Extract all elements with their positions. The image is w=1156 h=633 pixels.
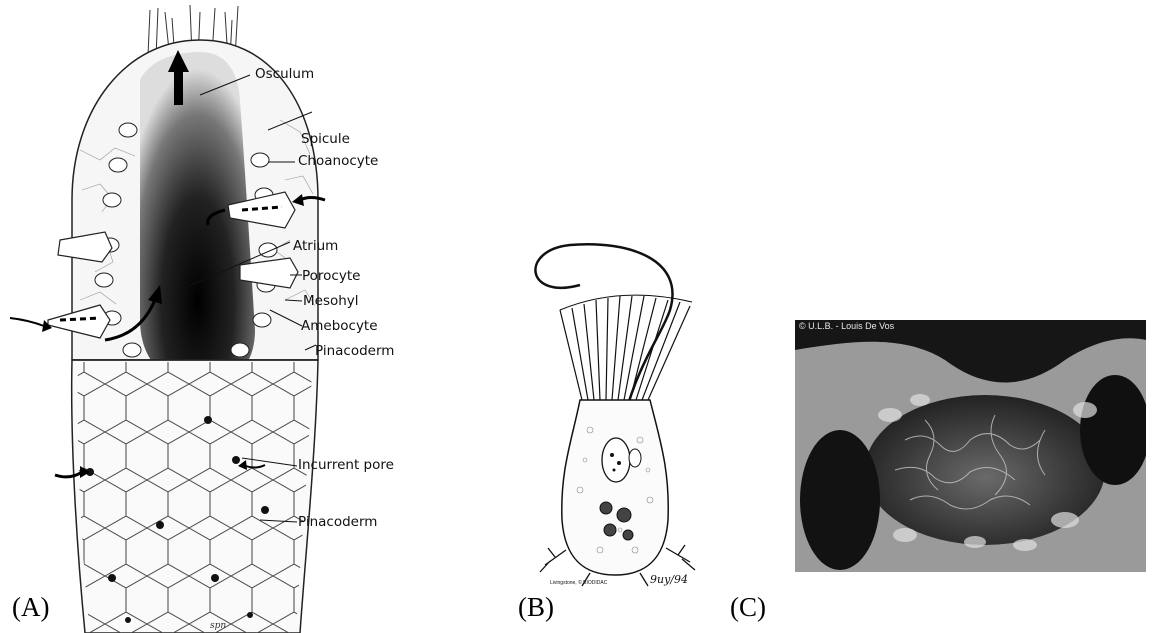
label-spicule: Spicule [301, 131, 350, 147]
credit-biodidac: Livingstone, © BIODIDAC [550, 580, 607, 586]
label-mesohyl: Mesohyl [303, 293, 359, 309]
caption-c: (C) [730, 592, 766, 623]
svg-text:spn: spn [210, 621, 226, 631]
label-pinacoderm-lower: Pinacoderm [298, 514, 377, 530]
artist-signature: 9uy/94 [650, 573, 688, 586]
label-incurrent-pore: Incurrent pore [298, 457, 394, 473]
panel-b-choanocyte-drawing: Livingstone, © BIODIDAC 9uy/94 (B) [520, 230, 720, 633]
label-porocyte: Porocyte [302, 268, 360, 284]
choanocyte-illustration [520, 230, 720, 590]
label-pinacoderm-upper: Pinacoderm [315, 343, 394, 359]
panel-a-sponge-diagram: spn Osculum Spicule Choanocyte Atrium Po… [0, 0, 560, 633]
label-osculum: Osculum [255, 66, 314, 82]
sponge-illustration: spn [0, 0, 560, 633]
sem-micrograph-image [795, 320, 1146, 572]
caption-a: (A) [12, 592, 49, 623]
caption-b: (B) [518, 592, 554, 623]
credit-ulb: © U.L.B. - Louis De Vos [799, 321, 894, 331]
label-atrium: Atrium [293, 238, 338, 254]
label-amebocyte: Amebocyte [301, 318, 378, 334]
panel-c-sem-micrograph: © U.L.B. - Louis De Vos (C) [795, 320, 1146, 633]
label-choanocyte: Choanocyte [298, 153, 378, 169]
